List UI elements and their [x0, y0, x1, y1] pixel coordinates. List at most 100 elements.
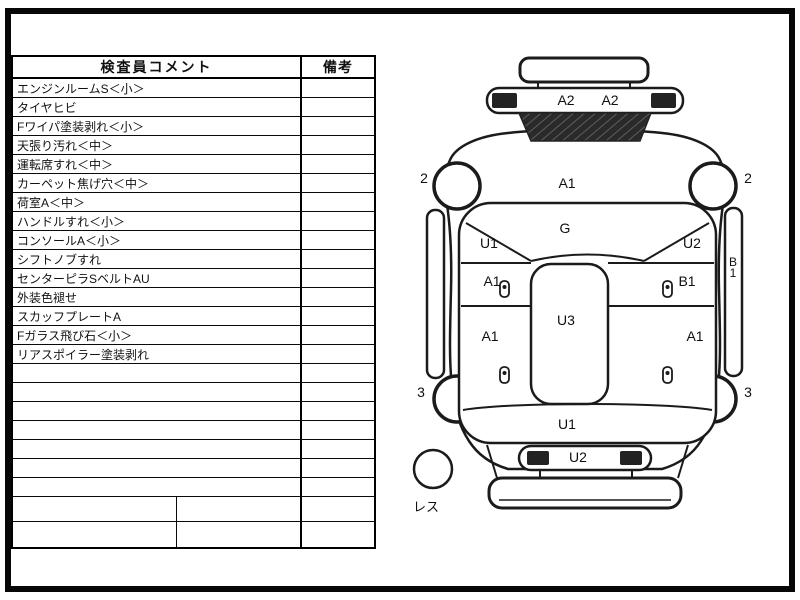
remarks-cell — [302, 478, 374, 496]
label-a1-rear: A1 — [558, 175, 576, 191]
comment-cell — [13, 440, 302, 458]
footer-cell — [177, 497, 302, 521]
windshield-line-right — [643, 222, 710, 262]
label-b1-strip: B1 — [726, 255, 740, 277]
rear-window-tint — [517, 112, 653, 142]
remarks-cell — [302, 421, 374, 439]
remarks-cell — [302, 402, 374, 420]
header-remarks: 備考 — [323, 59, 353, 75]
label-u3-center: U3 — [557, 312, 575, 328]
wheel-rear-left — [432, 161, 482, 211]
comment-cell: センターピラSベルトAU — [13, 269, 302, 287]
label-wheel-front-left: 3 — [417, 384, 425, 400]
comment-cell: スカッフプレートA — [13, 307, 302, 325]
label-b1-mid-right: B1 — [678, 273, 696, 289]
comment-row: コンソールA＜小＞ — [13, 231, 374, 250]
label-a1-low-right: A1 — [686, 328, 704, 344]
car-diagram: A2 A2 A1 2 2 3 3 G U1 U2 A1 B1 B1 U3 A1 … — [378, 50, 795, 550]
windshield-arc — [530, 253, 645, 262]
comment-cell: Fワイパ塗装剥れ＜小＞ — [13, 117, 302, 135]
seatbelt-anchor-icon — [499, 366, 510, 384]
remarks-cell — [302, 440, 374, 458]
label-u1-bottom: U1 — [558, 416, 576, 432]
table-header: 検査員コメント 備考 — [13, 57, 374, 79]
header-comments: 検査員コメント — [13, 57, 302, 77]
remarks-cell — [302, 269, 374, 287]
comment-cell: Fガラス飛び石＜小＞ — [13, 326, 302, 344]
car-diagram-drawing — [412, 56, 744, 510]
comment-cell — [13, 383, 302, 401]
comment-cell: シフトノブすれ — [13, 250, 302, 268]
remarks-cell — [302, 364, 374, 382]
label-u1-left: U1 — [480, 235, 498, 251]
comment-cell: 運転席すれ＜中＞ — [13, 155, 302, 173]
remarks-cell — [302, 117, 374, 135]
comment-row — [13, 383, 374, 402]
front-bumper-shape — [487, 476, 683, 510]
label-wheel-rear-left: 2 — [420, 170, 428, 186]
windshield-line-left — [465, 222, 532, 262]
footer-cell — [13, 497, 177, 521]
comment-row — [13, 421, 374, 440]
comment-cell: エンジンルームS＜小＞ — [13, 79, 302, 97]
comment-cell — [13, 421, 302, 439]
footer-remarks-cell — [302, 497, 374, 521]
comment-row — [13, 459, 374, 478]
connector-line — [677, 444, 689, 479]
comment-cell: コンソールA＜小＞ — [13, 231, 302, 249]
comment-row — [13, 402, 374, 421]
remarks-cell — [302, 459, 374, 477]
remarks-cell — [302, 307, 374, 325]
label-wheel-rear-right: 2 — [744, 170, 752, 186]
label-wheel-front-right: 3 — [744, 384, 752, 400]
comment-row: センターピラSベルトAU — [13, 269, 374, 288]
remarks-cell — [302, 155, 374, 173]
damage-mark-left — [492, 93, 517, 108]
comment-cell: 天張り汚れ＜中＞ — [13, 136, 302, 154]
remarks-cell — [302, 212, 374, 230]
front-panel-shape — [517, 444, 653, 472]
comment-cell — [13, 459, 302, 477]
comment-row: 天張り汚れ＜中＞ — [13, 136, 374, 155]
label-u2-front: U2 — [569, 449, 587, 465]
comment-row: Fガラス飛び石＜小＞ — [13, 326, 374, 345]
seatbelt-anchor-icon — [499, 280, 510, 298]
left-sill-strip — [425, 208, 446, 380]
comment-row: エンジンルームS＜小＞ — [13, 79, 374, 98]
comment-cell: カーペット焦げ穴＜中＞ — [13, 174, 302, 192]
comment-row: ハンドルすれ＜小＞ — [13, 212, 374, 231]
comment-cell: ハンドルすれ＜小＞ — [13, 212, 302, 230]
comment-row: タイヤヒビ — [13, 98, 374, 117]
comment-cell — [13, 478, 302, 496]
comment-row — [13, 364, 374, 383]
footer-remarks-cell — [302, 522, 374, 547]
comment-row: 荷室A＜中＞ — [13, 193, 374, 212]
label-a2-left: A2 — [557, 92, 575, 108]
footer-row — [13, 497, 374, 522]
footer-cell — [177, 522, 302, 547]
rear-seat-line — [462, 403, 713, 411]
remarks-cell — [302, 174, 374, 192]
comment-row — [13, 478, 374, 497]
spare-tire-circle — [412, 448, 454, 490]
comment-cell: 外装色褪せ — [13, 288, 302, 306]
comment-cell: タイヤヒビ — [13, 98, 302, 116]
remarks-cell — [302, 288, 374, 306]
connector-line — [486, 444, 498, 479]
comment-row: Fワイパ塗装剥れ＜小＞ — [13, 117, 374, 136]
comment-row: カーペット焦げ穴＜中＞ — [13, 174, 374, 193]
damage-mark-left — [527, 451, 549, 465]
comment-row: 運転席すれ＜中＞ — [13, 155, 374, 174]
label-a1-mid-left: A1 — [483, 273, 501, 289]
remarks-cell — [302, 98, 374, 116]
footer-cell — [13, 522, 177, 547]
comment-row: スカッフプレートA — [13, 307, 374, 326]
center-console-shape — [529, 262, 610, 406]
damage-mark-right — [620, 451, 642, 465]
remarks-cell — [302, 345, 374, 363]
remarks-cell — [302, 193, 374, 211]
remarks-cell — [302, 326, 374, 344]
remarks-cell — [302, 231, 374, 249]
remarks-cell — [302, 136, 374, 154]
label-a1-low-left: A1 — [481, 328, 499, 344]
